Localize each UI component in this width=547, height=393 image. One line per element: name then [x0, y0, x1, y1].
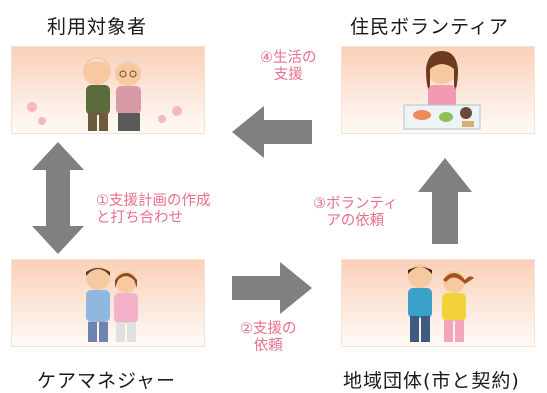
user-title: 利用対象者 [47, 16, 148, 38]
step4-label: ④生活の 支援 [260, 50, 317, 83]
volunteer-title: 住民ボランティア [350, 16, 509, 38]
volunteer-image [403, 51, 481, 130]
elderly-couple-image [27, 57, 182, 131]
double-arrow-vertical [32, 142, 84, 254]
user-panel [12, 47, 204, 133]
step3-label: ③ボランティ アの依頼 [313, 196, 398, 229]
step2-label: ②支援の 依頼 [240, 321, 297, 354]
arrow-right [232, 262, 312, 314]
arrow-left [232, 106, 312, 158]
arrow-up [418, 158, 472, 244]
care-staff-image [86, 266, 138, 342]
group-title: 地域団体(市と契約) [343, 370, 520, 392]
step1-label: ①支援計画の作成 と打ち合わせ [96, 193, 211, 226]
volunteer-pair-image [408, 264, 474, 342]
volunteer-panel [342, 47, 534, 133]
care-manager-panel [12, 260, 204, 346]
group-panel [342, 260, 534, 346]
care-manager-title: ケアマネジャー [37, 370, 177, 392]
